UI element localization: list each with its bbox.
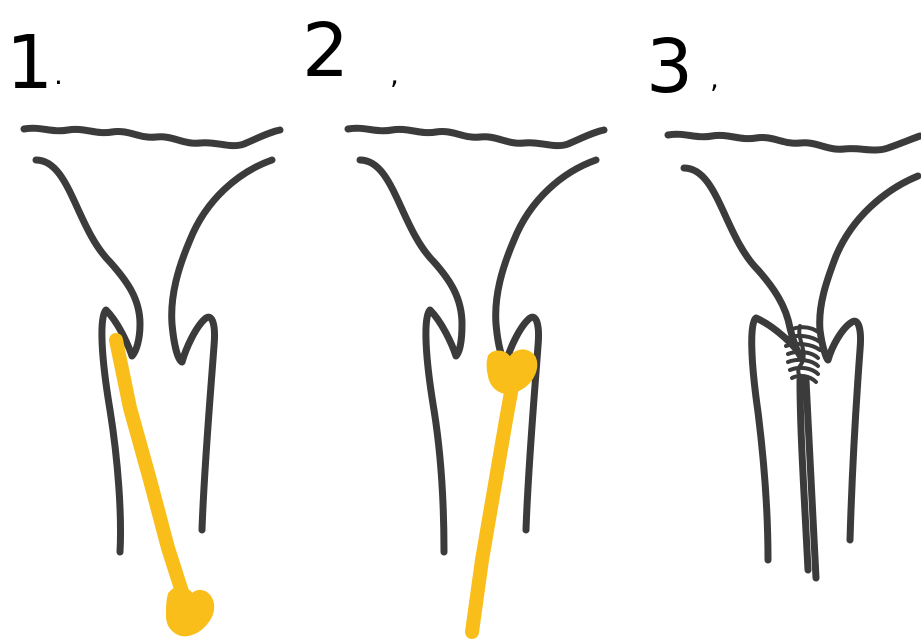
panel-1-number: 1 [6,20,55,106]
panel-1-dot: . [54,58,63,91]
panel-2-top-wavy-line [348,128,604,145]
panel-2-number: 2 [302,8,351,94]
panel-2-instrument-rod [472,376,514,632]
panel-3-number: 3 [646,24,695,110]
panel-1-instrument-tip [168,589,212,634]
panel-1-top-wavy-line [24,128,280,145]
panel-3-top-wavy-line [668,134,920,150]
panel-1-instrument [116,340,212,634]
panel-2-anatomy-outline [348,128,604,552]
panel-3-anatomy-outline [668,134,920,578]
panel-1-right-wall [172,160,272,530]
panel-2-left-wall [360,160,462,552]
panel-2-instrument-tip [489,351,536,392]
panel-2-dot: , [390,58,399,91]
panel-1: 1 . [6,20,280,634]
panel-3-dot: , [710,62,719,95]
panel-3: 3 , [646,24,920,578]
panel-2: 2 , [302,8,604,632]
panel-3-right-wall [820,176,918,540]
panel-3-left-wall [684,168,802,560]
panel-2-right-wall [496,160,596,530]
panel-1-instrument-rod [116,340,184,598]
